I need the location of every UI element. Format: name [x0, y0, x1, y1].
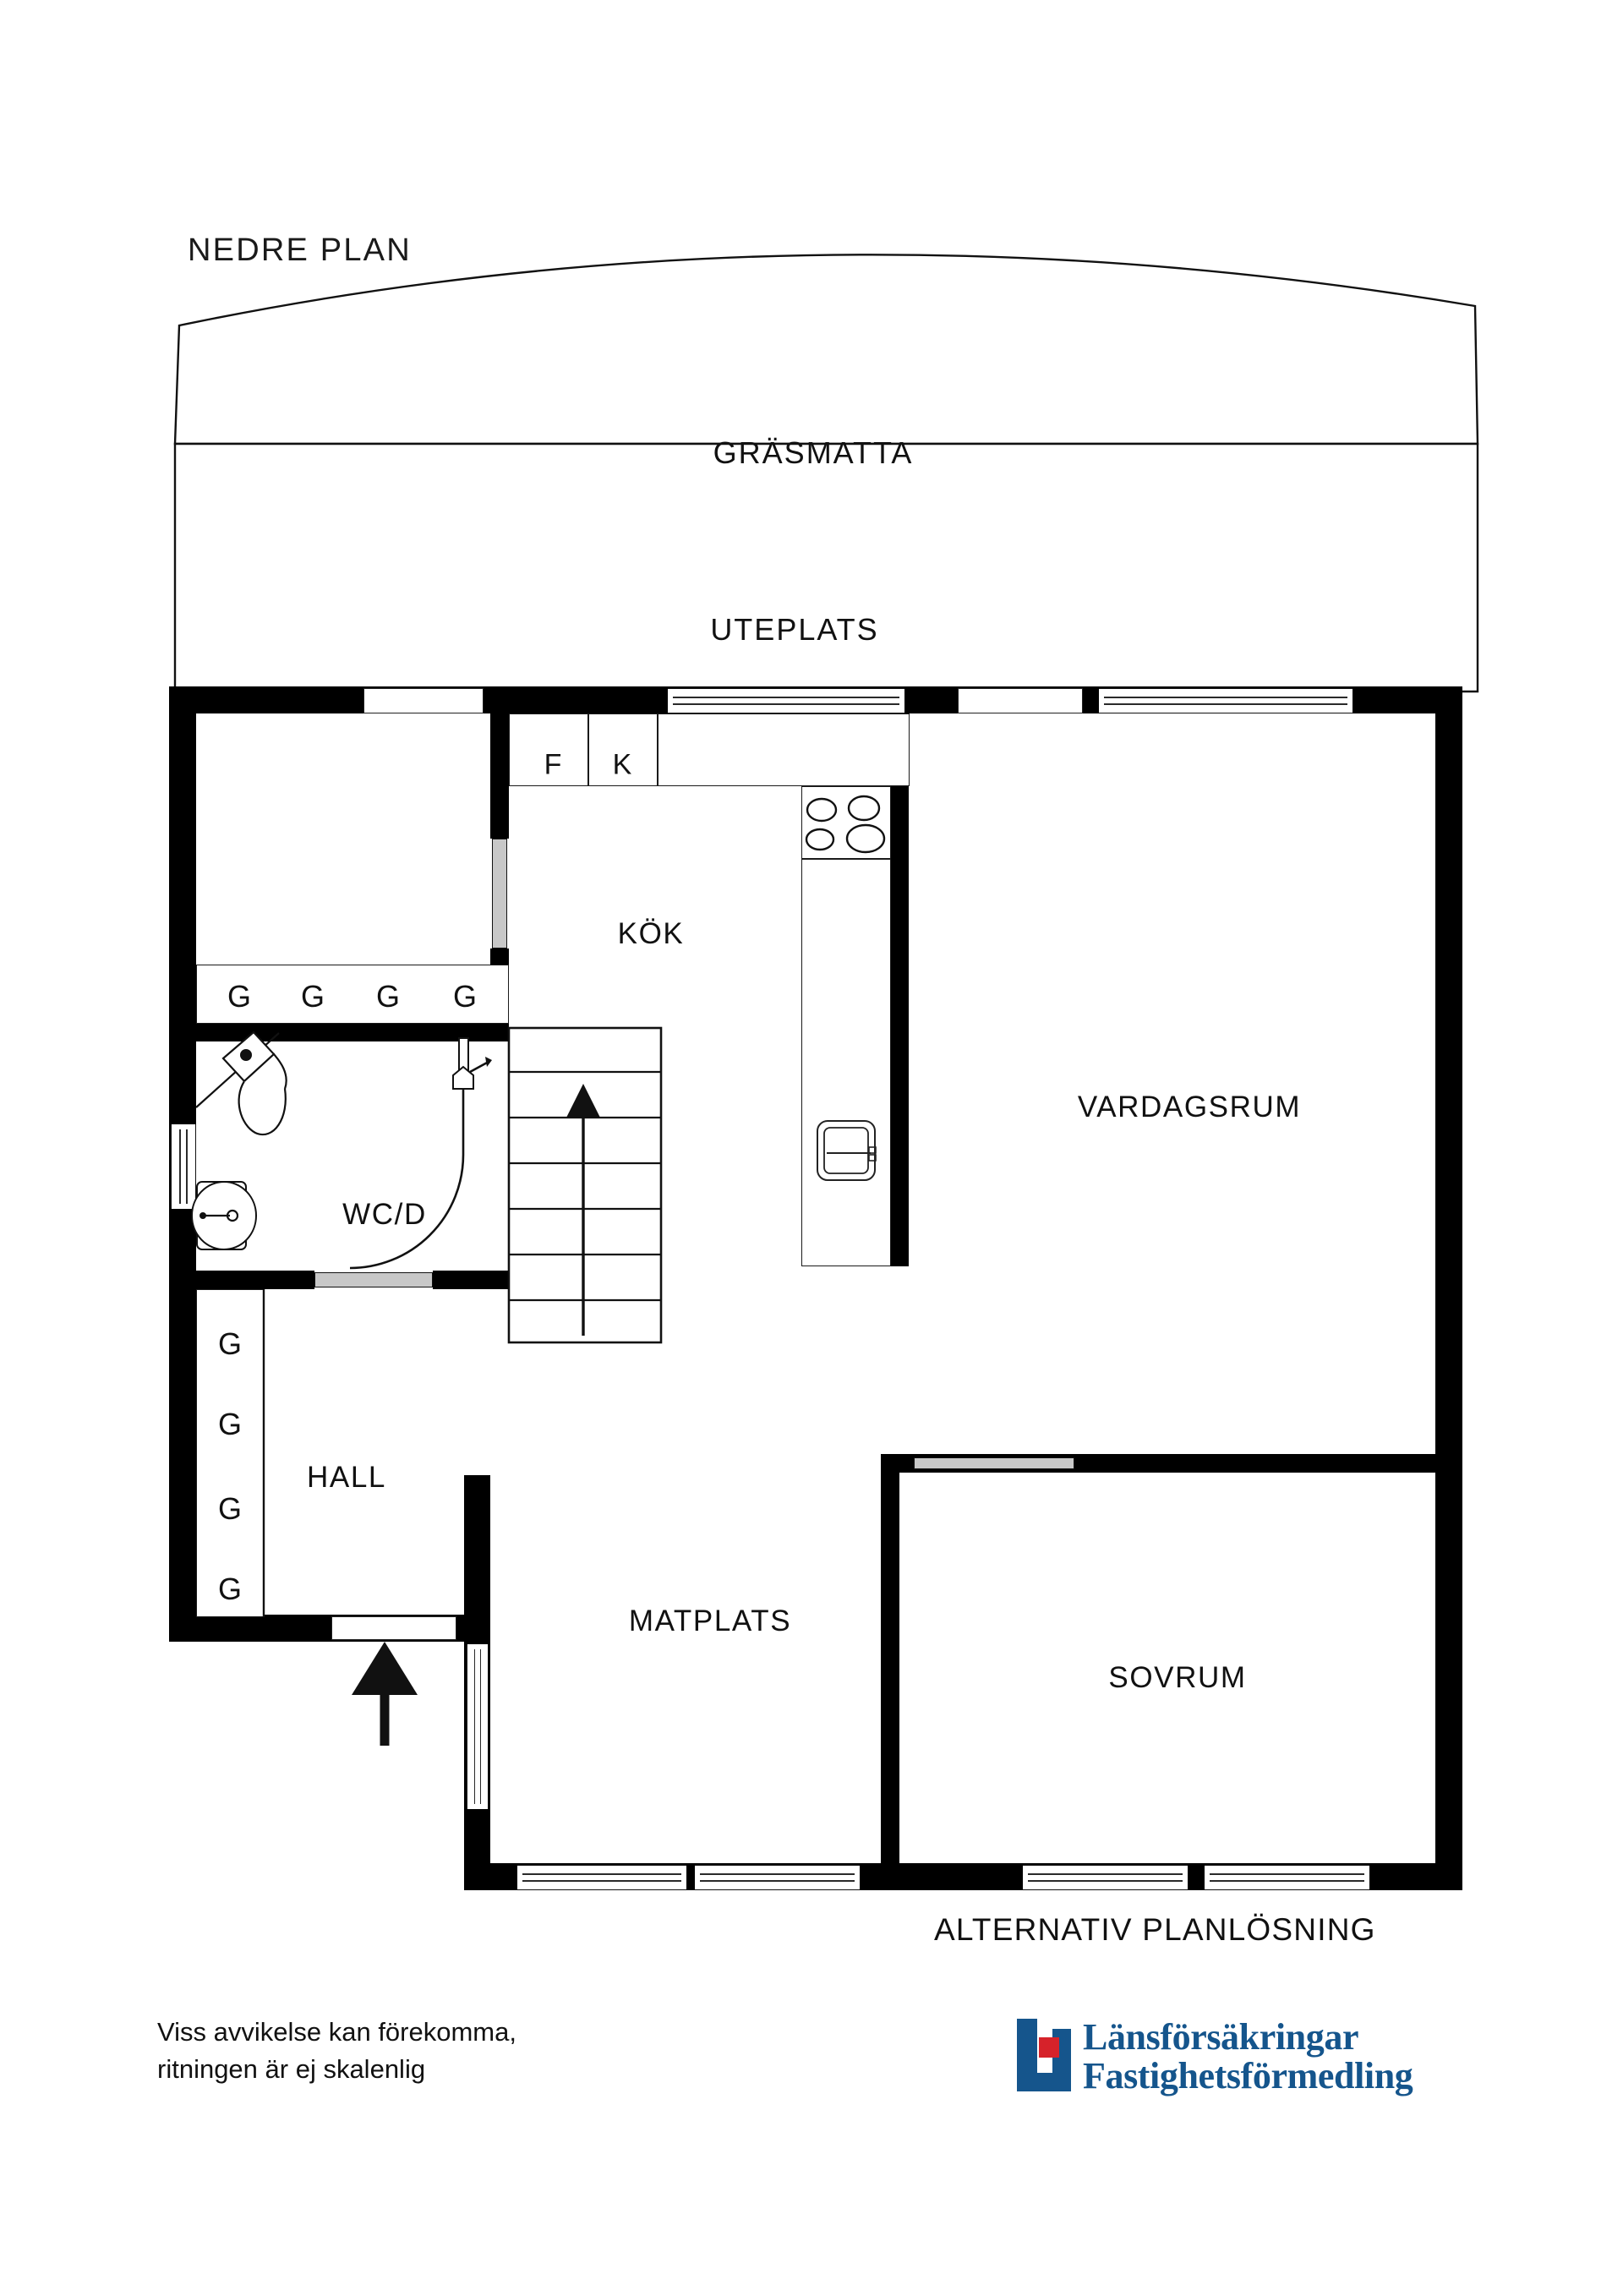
fridge-label: K: [612, 748, 632, 781]
shower-mixer-icon: [452, 1037, 492, 1090]
door-opening-livingroom-top[interactable]: [958, 688, 1083, 713]
kitchen-counter-right: [801, 859, 891, 1266]
window-wc-left[interactable]: [171, 1124, 196, 1209]
interior-wall-wc-bottom-right: [433, 1271, 509, 1289]
freezer-unit: [509, 713, 588, 786]
room-label-hall: HALL: [307, 1461, 386, 1494]
sink-tap-handle-icon: [868, 1146, 877, 1154]
brand-line-1: Länsförsäkringar: [1083, 2016, 1359, 2058]
room-label-vardagsrum: VARDAGSRUM: [1077, 1091, 1302, 1123]
sliding-door-bedroom[interactable]: [914, 1457, 1074, 1469]
entrance-door[interactable]: [331, 1616, 456, 1640]
stairs-up-arrow-icon: [566, 1084, 600, 1118]
disclaimer: Viss avvikelse kan förekomma, ritningen …: [157, 2014, 516, 2088]
fridge-unit: [588, 713, 658, 786]
sink-tap-handle-icon: [868, 1154, 877, 1162]
kitchen-counter-top: [658, 713, 910, 786]
window-diningroom-bottom-2[interactable]: [695, 1865, 860, 1890]
sliding-door-wc[interactable]: [314, 1272, 433, 1287]
staircase: [507, 1026, 663, 1344]
interior-wall-kitchen-left-upper: [490, 713, 509, 839]
washbasin-icon: [191, 1181, 257, 1250]
window-livingroom-top[interactable]: [1099, 688, 1352, 713]
interior-wall-wc-bottom-left: [196, 1271, 314, 1289]
wardrobe-label-g: G: [217, 1572, 243, 1606]
wardrobe-label-g: G: [300, 979, 325, 1014]
lawn-label: GRÄSMATTA: [713, 435, 914, 470]
disclaimer-line-1: Viss avvikelse kan förekomma,: [157, 2017, 516, 2047]
exterior-wall-right: [1435, 686, 1462, 1890]
patio-label: UTEPLATS: [710, 612, 879, 647]
wardrobe-label-g: G: [375, 979, 401, 1014]
room-label-kok: KÖK: [617, 917, 685, 950]
logo-red-square: [1039, 2037, 1059, 2058]
wardrobe-label-g: G: [217, 1407, 243, 1441]
interior-wall-hall-right: [464, 1475, 490, 1642]
window-entry-side[interactable]: [467, 1644, 489, 1809]
room-label-sovrum: SOVRUM: [1108, 1661, 1247, 1694]
interior-wall-kitchen-livingroom: [890, 713, 909, 1266]
wardrobe-label-g: G: [217, 1326, 243, 1361]
lf-logo-mark-icon: [1017, 2019, 1071, 2091]
burner-icon: [806, 797, 838, 823]
burner-icon: [805, 828, 835, 851]
brand-line-2: Fastighetsförmedling: [1083, 2055, 1413, 2096]
sink-basin-icon: [823, 1127, 869, 1174]
wardrobe-column-hall: [196, 1289, 264, 1617]
wardrobe-label-g: G: [452, 979, 478, 1014]
wardrobe-label-g: G: [217, 1491, 243, 1526]
toilet-icon: [221, 1030, 287, 1135]
door-swing-wc-icon: [349, 1041, 465, 1270]
sliding-door-bedroom-kitchen[interactable]: [492, 839, 507, 948]
window-bedroom-bottom-2[interactable]: [1205, 1865, 1369, 1890]
freezer-label: F: [544, 748, 562, 781]
window-kitchen-top[interactable]: [668, 688, 904, 713]
room-label-wc: WC/D: [342, 1198, 427, 1231]
window-diningroom-bottom-1[interactable]: [517, 1865, 686, 1890]
disclaimer-line-2: ritningen är ej skalenlig: [157, 2054, 426, 2085]
stove-unit: [801, 786, 891, 859]
window-bedroom-bottom-1[interactable]: [1023, 1865, 1188, 1890]
lawn-shape: [173, 254, 1479, 446]
door-opening-bedroom-top[interactable]: [363, 688, 484, 713]
page-title: NEDRE PLAN: [188, 232, 412, 268]
patio-shape: [173, 442, 1479, 693]
alternative-layout-caption: ALTERNATIV PLANLÖSNING: [934, 1912, 1376, 1947]
entrance-arrow-icon[interactable]: [352, 1642, 418, 1746]
wardrobe-label-g: G: [227, 979, 252, 1014]
burner-icon: [847, 795, 881, 822]
sink-icon: [817, 1120, 876, 1181]
brand-wordmark: Länsförsäkringar Fastighetsförmedling: [1083, 2019, 1413, 2095]
room-label-matplats: MATPLATS: [628, 1604, 792, 1637]
interior-wall-dining-bedroom: [881, 1454, 899, 1877]
burner-icon: [845, 823, 886, 854]
brand-logo: Länsförsäkringar Fastighetsförmedling: [1017, 2019, 1413, 2095]
wardrobe-row-upper: [196, 965, 509, 1024]
